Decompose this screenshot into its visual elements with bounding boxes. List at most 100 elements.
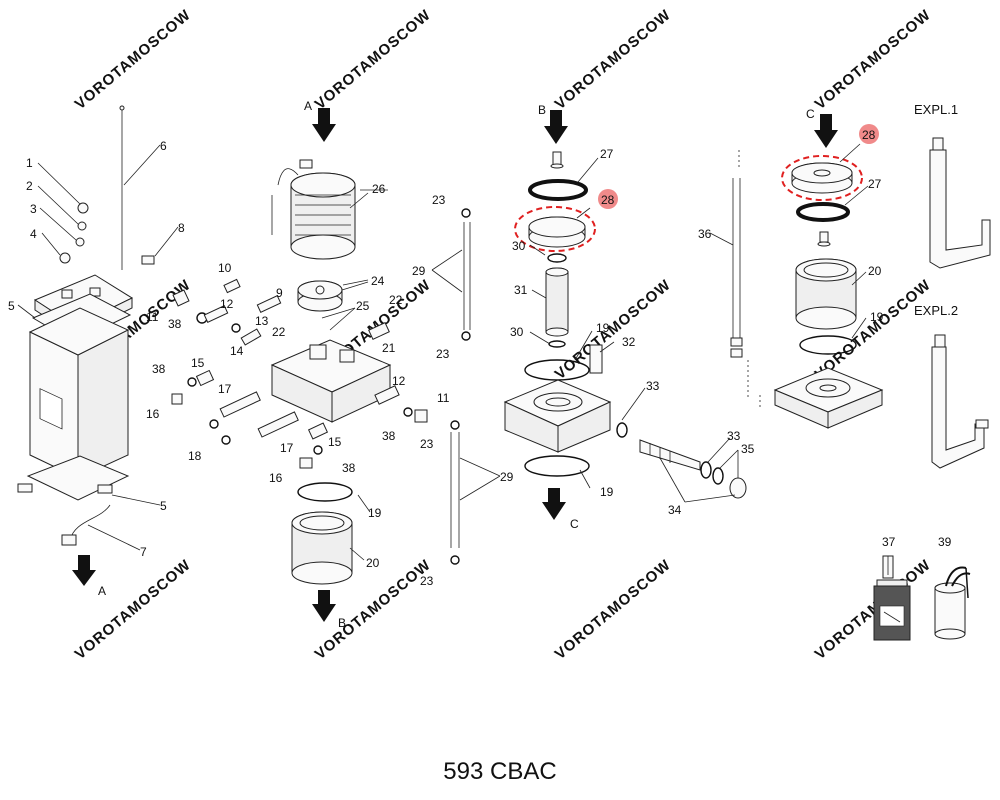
callout-20-right: 20 (868, 264, 882, 278)
callout-17-top: 17 (218, 382, 232, 396)
expl-2-bracket (931, 334, 989, 469)
highlight-28-right (781, 155, 863, 201)
arrow-label-a-top: A (304, 99, 312, 113)
part-3 (75, 237, 85, 247)
housing-assembly (17, 105, 179, 551)
callout-37: 37 (882, 535, 896, 549)
callout-15-top: 15 (191, 356, 205, 370)
callout-14: 14 (230, 344, 244, 358)
callout-5-bottom: 5 (160, 499, 167, 513)
watermark-text: VOROTAMOSCOW (812, 6, 935, 113)
callout-10: 10 (218, 261, 232, 275)
watermark-text: VOROTAMOSCOW (552, 6, 675, 113)
top-plate-boss-2 (89, 287, 101, 297)
bottom-clip-2 (97, 484, 113, 494)
callout-18: 18 (188, 449, 202, 463)
expl-1-label: EXPL.1 (914, 102, 958, 117)
arrow-label-c-bottom: C (570, 517, 579, 531)
callout-39: 39 (938, 535, 952, 549)
callout-28-center: 28 (601, 193, 615, 207)
callout-12-top: 12 (220, 297, 234, 311)
flow-arrow-b-down-top (544, 110, 568, 144)
callout-23-low: 23 (420, 437, 434, 451)
part-4 (59, 252, 71, 264)
arrow-label-b-top: B (538, 103, 546, 117)
flow-arrow-a-down (72, 555, 96, 586)
highlight-28-center (514, 206, 596, 252)
callout-36: 36 (698, 227, 712, 241)
callout-28-right: 28 (862, 128, 876, 142)
callout-25: 25 (356, 299, 370, 313)
callout-16-left: 16 (146, 407, 160, 421)
callout-16-bottom: 16 (269, 471, 283, 485)
callout-30-top: 30 (512, 239, 526, 253)
bottom-plate (26, 455, 130, 501)
callout-24: 24 (371, 274, 385, 288)
watermark-text: VOROTAMOSCOW (552, 276, 675, 383)
rod-assembly (431, 208, 501, 565)
housing-top (28, 307, 130, 356)
callout-38-left: 38 (168, 317, 182, 331)
flow-arrow-c-down (542, 488, 566, 520)
callout-19-center-top: 19 (596, 321, 610, 335)
callout-1: 1 (26, 156, 33, 170)
callout-27-center: 27 (600, 147, 614, 161)
arrow-label-b-bottom: B (338, 616, 346, 630)
arrow-label-a-bottom: A (98, 584, 106, 598)
oil-bottle-icon (873, 555, 911, 641)
flow-arrow-b-down (312, 590, 336, 622)
callout-12-right: 12 (392, 374, 406, 388)
part-2 (77, 221, 87, 231)
expl-2-label: EXPL.2 (914, 303, 958, 318)
callout-33-right: 33 (727, 429, 741, 443)
motor-assembly (171, 159, 428, 585)
bottom-clip (17, 483, 33, 493)
watermark-text: VOROTAMOSCOW (72, 6, 195, 113)
flow-arrow-c-down-top (814, 114, 838, 148)
cable-connector (61, 534, 77, 546)
callout-38-bottom: 38 (342, 461, 356, 475)
callout-23-bottom: 23 (420, 574, 434, 588)
callout-19-center-bottom: 19 (600, 485, 614, 499)
callout-6: 6 (160, 139, 167, 153)
badge-28-center (598, 189, 618, 209)
tank-assembly (709, 143, 884, 429)
rod-tip (119, 105, 125, 111)
callout-29-bottom: 29 (500, 470, 514, 484)
watermark-text: VOROTAMOSCOW (552, 556, 675, 663)
callout-31: 31 (514, 283, 528, 297)
callout-23-mid: 23 (436, 347, 450, 361)
part-8 (141, 255, 155, 265)
cbac-label-plate (39, 388, 63, 430)
callout-34: 34 (668, 503, 682, 517)
part-1 (77, 202, 89, 214)
callout-4: 4 (30, 227, 37, 241)
flow-arrow-a-down-top (312, 108, 336, 142)
top-plate-boss (61, 289, 73, 299)
callout-7: 7 (140, 545, 147, 559)
callout-13: 13 (255, 314, 269, 328)
callout-23-top: 23 (432, 193, 446, 207)
page-title: 593 CBAC (443, 758, 557, 785)
callout-5-top: 5 (8, 299, 15, 313)
callout-19-right: 19 (870, 310, 884, 324)
callout-11-left: 11 (146, 310, 159, 324)
expl-1-bracket (929, 137, 991, 269)
arrow-label-c-top: C (806, 107, 815, 121)
callout-9: 9 (276, 286, 283, 300)
callout-38-mid: 38 (152, 362, 166, 376)
callout-3: 3 (30, 202, 37, 216)
callout-17-bottom: 17 (280, 441, 294, 455)
callout-8: 8 (178, 221, 185, 235)
callout-22-right: 22 (389, 293, 403, 307)
callout-20-left: 20 (366, 556, 380, 570)
watermark-text: VOROTAMOSCOW (312, 6, 435, 113)
callout-32: 32 (622, 335, 636, 349)
watermark-text: VOROTAMOSCOW (812, 556, 935, 663)
callout-21: 21 (382, 341, 396, 355)
callout-29-top: 29 (412, 264, 426, 278)
callout-38-right: 38 (382, 429, 396, 443)
watermarks: VOROTAMOSCOW VOROTAMOSCOW VOROTAMOSCOW V… (72, 6, 935, 663)
housing-side (77, 329, 129, 479)
